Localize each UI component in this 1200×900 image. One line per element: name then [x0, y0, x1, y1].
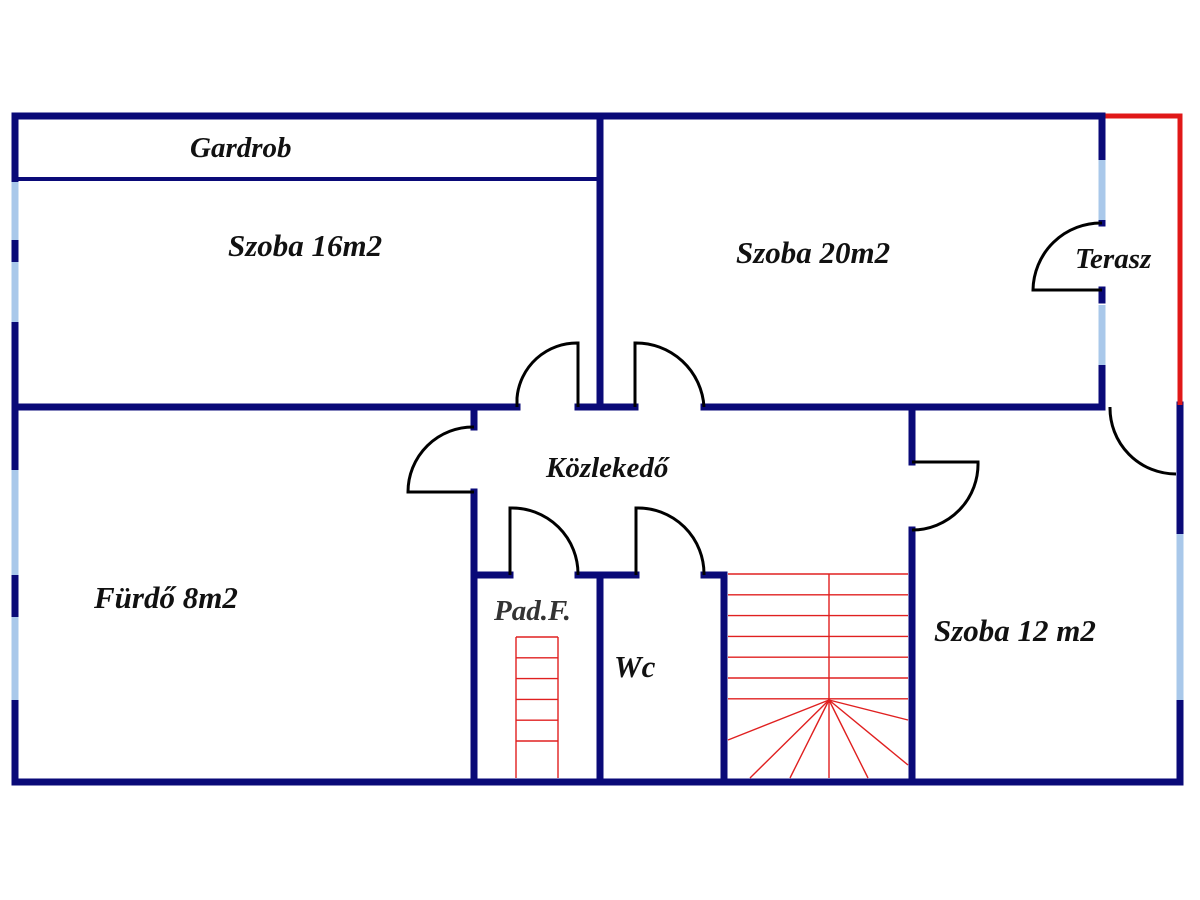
stair-winder [789, 699, 830, 779]
door-terasz-szoba12 [1108, 406, 1177, 476]
door-wc [634, 506, 706, 576]
room-label-gardrob: Gardrob [190, 132, 292, 164]
room-label-wc: Wc [614, 649, 656, 684]
room-label-furdo: Fürdő 8m2 [93, 580, 238, 615]
stair-winder [828, 699, 909, 721]
terrace-edge [1102, 113, 1183, 405]
stair-winder [727, 699, 830, 741]
door-padf [508, 506, 580, 576]
room-label-terasz: Terasz [1075, 243, 1152, 275]
attic-ladder [515, 636, 559, 778]
stair-winder [828, 699, 869, 779]
doors [406, 221, 1177, 576]
room-label-szoba20: Szoba 20m2 [736, 235, 890, 270]
door-terasz [1031, 221, 1103, 292]
room-label-szoba12: Szoba 12 m2 [934, 613, 1096, 648]
staircase [727, 573, 909, 779]
room-label-szoba16: Szoba 16m2 [228, 228, 382, 263]
door-szoba12 [911, 460, 980, 532]
room-label-padf: Pad.F. [493, 595, 571, 627]
room-label-kozlekedo: Közlekedő [545, 452, 670, 484]
stair-winder [749, 699, 830, 779]
door-szoba20 [633, 341, 706, 408]
interior-walls [11, 112, 1106, 786]
door-szoba16 [515, 341, 580, 407]
stair-winder [828, 699, 909, 766]
door-furdo [406, 425, 475, 494]
